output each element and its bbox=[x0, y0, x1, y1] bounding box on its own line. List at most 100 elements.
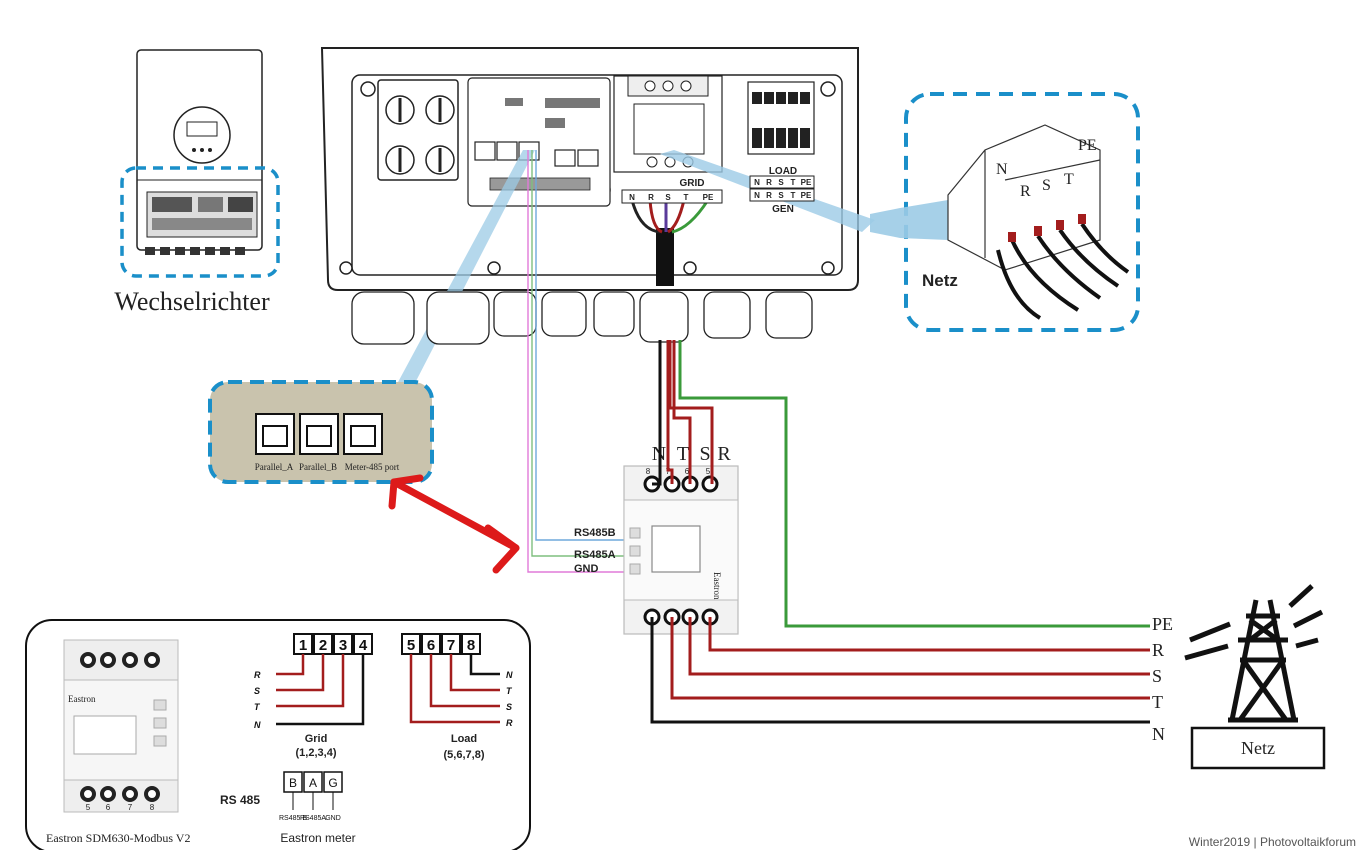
grid-terminal-r: R bbox=[648, 193, 654, 202]
grid-wiring bbox=[650, 340, 1150, 724]
gen-terminal-pe: PE bbox=[801, 191, 812, 200]
legend-meter-terminal-7: 7 bbox=[128, 803, 133, 812]
load-terminal-block bbox=[749, 175, 815, 189]
grid-row-label-s: S bbox=[254, 686, 260, 696]
grid-line-pe: PE bbox=[1152, 614, 1173, 634]
legend-meter-terminal-8: 8 bbox=[150, 803, 155, 812]
gen-terminal-s: S bbox=[778, 191, 784, 200]
grid-terminal-s: S bbox=[665, 193, 671, 202]
load-row-label-n: N bbox=[506, 670, 513, 680]
grid-box-number-3: 3 bbox=[339, 637, 347, 654]
gen-terminal-r: R bbox=[766, 191, 772, 200]
load-box-number-5: 5 bbox=[407, 637, 415, 654]
grid-row-label-n: N bbox=[254, 720, 261, 730]
red-double-arrow bbox=[388, 474, 520, 574]
load-row-wire-t bbox=[449, 654, 500, 692]
breaker-label-r: R bbox=[1020, 183, 1031, 200]
eastron-vertical-label: Eastron bbox=[712, 572, 722, 600]
load-box-number-7: 7 bbox=[447, 637, 455, 654]
breaker-label-t: T bbox=[1064, 171, 1074, 188]
port-label-parallel-a: Parallel_A bbox=[255, 462, 294, 472]
grid-box-number-2: 2 bbox=[319, 637, 327, 654]
load-terminal-s: S bbox=[778, 178, 784, 187]
rs485-pin-label-a: RS485A bbox=[300, 815, 326, 822]
port-label-parallel-b: Parallel_B bbox=[299, 462, 337, 472]
meter-phase-r: R bbox=[717, 443, 731, 465]
grid-line-n: N bbox=[1152, 724, 1165, 744]
eastron-model-label: Eastron SDM630-Modbus V2 bbox=[46, 831, 190, 845]
breaker-label-pe: PE bbox=[1078, 137, 1097, 154]
inverter-highlight-frame bbox=[120, 166, 280, 278]
power-pylon-icon bbox=[1184, 584, 1324, 723]
netz-top-label: Netz bbox=[922, 271, 958, 290]
netz-breaker-illustration bbox=[870, 92, 1140, 332]
grid-terminal-block bbox=[621, 189, 723, 204]
grid-row-wire-r bbox=[276, 654, 305, 676]
gen-terminal-block bbox=[749, 188, 815, 202]
load-box-number-8: 8 bbox=[467, 637, 475, 654]
rs485b-label: RS485B bbox=[574, 527, 616, 539]
load-row-wire-r bbox=[409, 654, 500, 724]
grid-line-s: S bbox=[1152, 666, 1162, 686]
load-row-wire-n bbox=[469, 654, 500, 676]
load-terminal-pe: PE bbox=[801, 178, 812, 187]
legend-meter-terminal-5: 5 bbox=[86, 803, 91, 812]
netz-bottom-box bbox=[1190, 726, 1326, 770]
rs485-pin-label-b: RS485 B bbox=[279, 815, 307, 822]
gen-terminal-t: T bbox=[791, 191, 796, 200]
rs485-letter-g: G bbox=[328, 776, 337, 790]
port-panel bbox=[208, 380, 434, 484]
gen-terminal-n: N bbox=[754, 191, 760, 200]
inverter-illustration bbox=[120, 49, 280, 278]
inverter-terminal-panel bbox=[320, 47, 875, 418]
grid-caption: Grid bbox=[305, 733, 328, 745]
rs485-terminal-diagram: B RS485 B A RS485A G GND bbox=[279, 771, 343, 822]
load-terminal-n: N bbox=[754, 178, 760, 187]
grid-row-wire-t bbox=[276, 654, 345, 708]
grid-terminal-label: GRID bbox=[680, 178, 705, 189]
load-row-label-s: S bbox=[506, 702, 512, 712]
load-terminal-label: LOAD bbox=[769, 166, 797, 177]
grid-terms: (1,2,3,4) bbox=[296, 747, 337, 759]
meter-terminal-6: 6 bbox=[685, 467, 690, 476]
gnd-label: GND bbox=[574, 563, 599, 575]
grid-row-wire-s bbox=[276, 654, 325, 692]
port-label-meter: Meter-485 port bbox=[345, 462, 400, 472]
rs485-letter-a: A bbox=[309, 776, 317, 790]
load-terminal-t: T bbox=[791, 178, 796, 187]
breaker-label-s: S bbox=[1042, 177, 1051, 194]
legend-meter-terminal-6: 6 bbox=[106, 803, 111, 812]
breaker-label-n: N bbox=[996, 161, 1008, 178]
load-terminal-r: R bbox=[766, 178, 772, 187]
energy-meter bbox=[623, 465, 739, 635]
eastron-meter-illustration bbox=[63, 639, 179, 813]
rs485-pin-label-g: GND bbox=[325, 815, 341, 822]
grid-box-number-1: 1 bbox=[299, 637, 307, 654]
load-row-label-t: T bbox=[506, 686, 513, 696]
netz-bottom-label: Netz bbox=[1241, 738, 1275, 758]
grid-terminal-pe: PE bbox=[703, 193, 714, 202]
eastron-meter-label: Eastron meter bbox=[280, 831, 355, 845]
meter-terminal-8: 8 bbox=[646, 467, 651, 476]
load-row-label-r: R bbox=[506, 718, 513, 728]
gen-terminal-label: GEN bbox=[772, 204, 794, 215]
grid-line-t: T bbox=[1152, 692, 1163, 712]
load-caption: Load bbox=[451, 733, 477, 745]
grid-row-wire-n bbox=[276, 654, 365, 726]
meter-phase-t: T bbox=[677, 443, 689, 465]
eastron-small-label: Eastron bbox=[68, 694, 96, 704]
meter-phase-s: S bbox=[699, 443, 710, 465]
grid-line-r: R bbox=[1152, 640, 1164, 660]
load-row-wire-s bbox=[429, 654, 500, 708]
rs485a-label: RS485A bbox=[574, 549, 616, 561]
grid-row-label-r: R bbox=[254, 670, 261, 680]
rs485-title: RS 485 bbox=[220, 793, 260, 807]
grid-box-number-4: 4 bbox=[359, 637, 368, 654]
watermark: Winter2019 | Photovoltaikforum bbox=[1189, 835, 1356, 849]
rs485-letter-b: B bbox=[289, 776, 297, 790]
grid-row-label-t: T bbox=[254, 702, 261, 712]
meter-terminal-5: 5 bbox=[706, 467, 711, 476]
